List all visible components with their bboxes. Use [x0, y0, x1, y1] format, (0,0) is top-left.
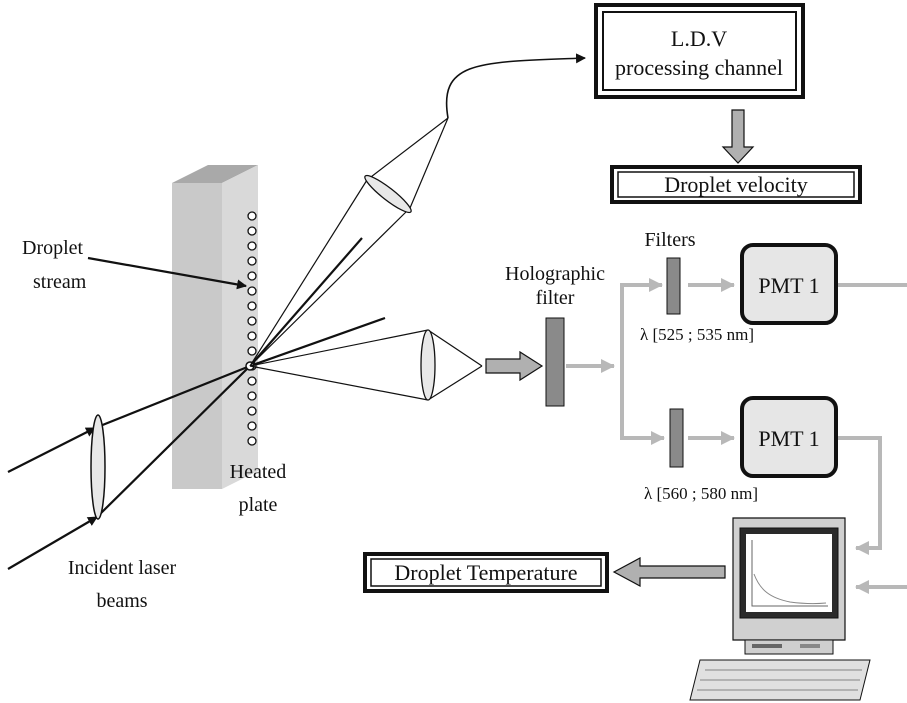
lambda-top-label: λ [525 ; 535 nm]: [640, 325, 754, 344]
droplet-velocity-label: Droplet velocity: [664, 172, 808, 197]
temperature-arrow-icon: [612, 556, 726, 588]
ldv-optical-fiber: [445, 53, 586, 119]
holographic-label-1: Holographic: [505, 263, 605, 285]
droplet-velocity-box: [610, 165, 862, 204]
ldv-lens-icon: [364, 174, 412, 214]
ldv-processing-box: [594, 3, 805, 99]
heated-plate: [172, 165, 258, 489]
pmt-bottom: [740, 396, 838, 478]
incident-lens-icon: [90, 414, 106, 520]
computer-icon: [689, 517, 871, 701]
holographic-label-2: filter: [536, 287, 575, 309]
ldv-label-2: processing channel: [615, 55, 783, 80]
droplet-temperature-box: [363, 552, 609, 593]
incident-laser-beams: [7, 237, 386, 570]
filter-560-580: [669, 408, 684, 468]
holographic-filter: [545, 317, 565, 407]
lambda-bottom-label: λ [560 ; 580 nm]: [644, 484, 758, 503]
droplet-stream: [247, 211, 257, 446]
pmt-bottom-label: PMT 1: [758, 426, 819, 451]
pmt-top: [740, 243, 838, 325]
droplet-stream-arrow-icon: [87, 256, 247, 290]
ldv-collection-cone: [249, 117, 449, 367]
droplet-stream-label-2: stream: [33, 271, 87, 293]
filters-label: Filters: [644, 229, 695, 251]
ldv-label-1: L.D.V: [671, 26, 727, 51]
filter-path-lines: [566, 278, 907, 594]
pmt-top-label: PMT 1: [758, 273, 819, 298]
collection-arrow-icon: [485, 350, 544, 382]
ldv-down-arrow-icon: [721, 109, 755, 164]
droplet-stream-label-1: Droplet: [22, 237, 84, 259]
heated-plate-label-2: plate: [239, 494, 278, 516]
filter-525-535: [666, 257, 681, 315]
lif-lens-icon: [420, 329, 436, 401]
droplet-temperature-label: Droplet Temperature: [394, 560, 577, 585]
incident-label-2: beams: [96, 590, 147, 612]
heated-plate-label-1: Heated: [230, 461, 287, 483]
incident-label-1: Incident laser: [68, 557, 177, 579]
lif-collection-cone: [249, 329, 483, 401]
